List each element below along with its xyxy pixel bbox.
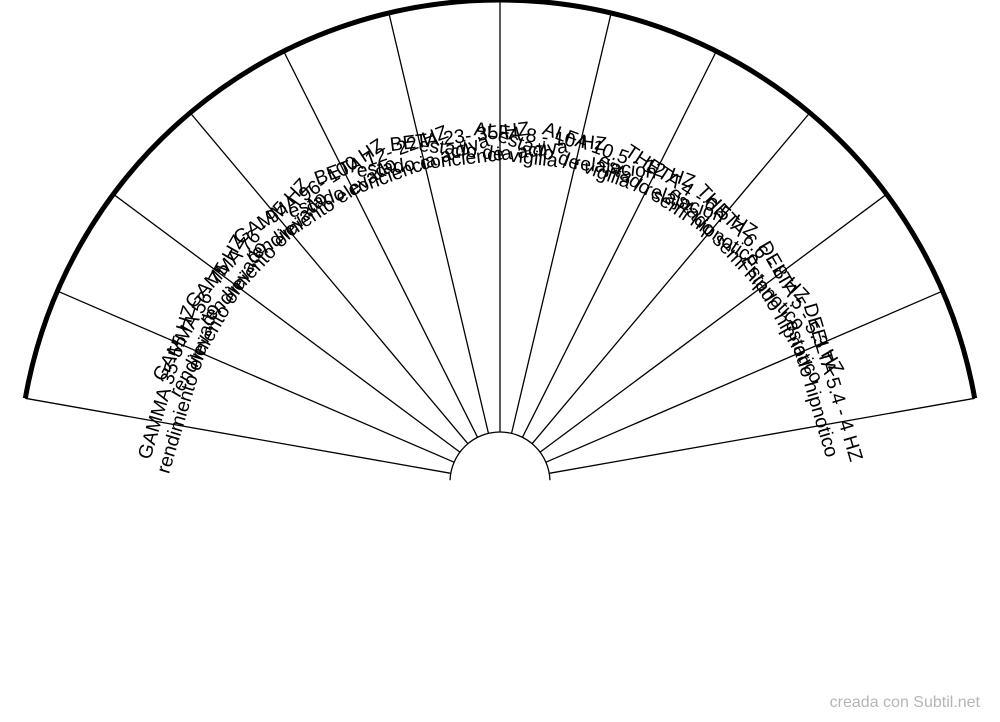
sector-divider xyxy=(283,50,479,438)
sector-divider xyxy=(189,112,469,445)
outer-arc xyxy=(22,0,978,399)
sector-divider xyxy=(388,12,490,434)
sector-divider xyxy=(531,112,811,445)
watermark: creada con Subtil.net xyxy=(829,694,980,711)
sector-dividers xyxy=(25,0,975,474)
sector-divider xyxy=(549,397,975,474)
sector-divider xyxy=(112,193,461,453)
sector-divider xyxy=(510,12,612,434)
sector-divider xyxy=(521,50,717,438)
sector-divider xyxy=(545,290,943,463)
sector-divider xyxy=(539,193,888,453)
center-hub xyxy=(449,431,551,481)
sector-divider xyxy=(57,290,455,463)
sector-divider xyxy=(25,397,451,474)
